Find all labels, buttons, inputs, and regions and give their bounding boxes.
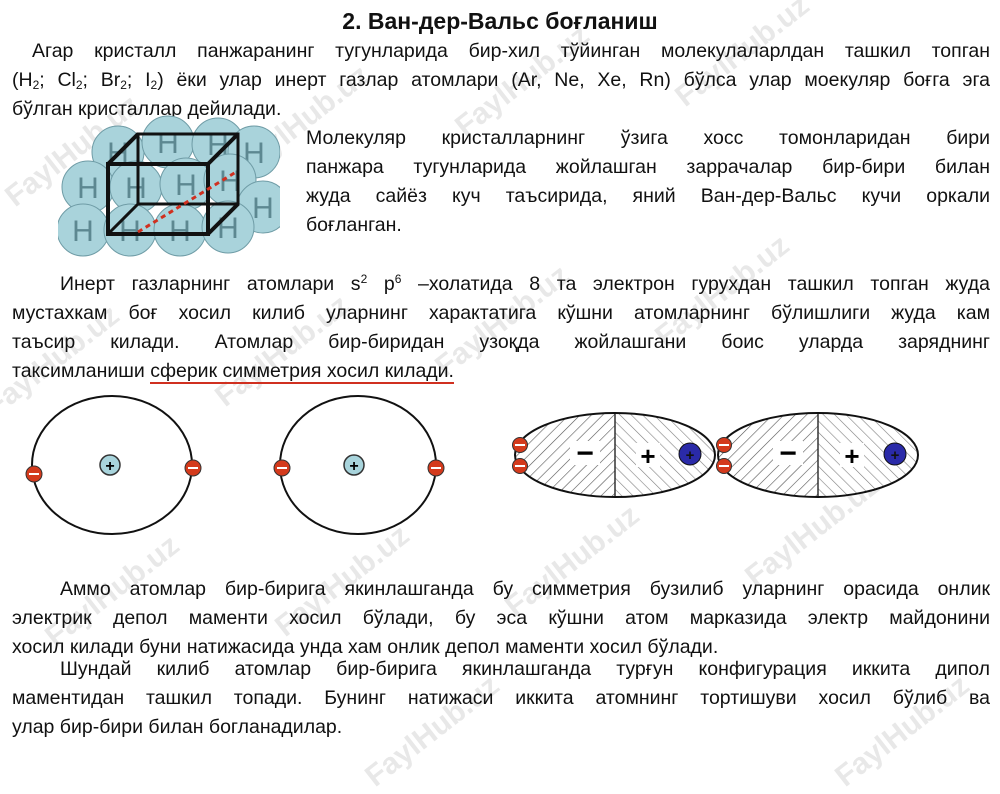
crystal-sphere-letter: Н bbox=[207, 129, 229, 162]
molecular-line-2: панжара тугунларида жойлашган заррачалар… bbox=[306, 156, 990, 178]
unit-cube bbox=[106, 132, 240, 236]
crystal-sphere-letter: Н bbox=[125, 172, 147, 205]
dipole-plus-sign: + bbox=[640, 441, 655, 471]
dipole-atom-1: − + + bbox=[512, 412, 716, 498]
nucleus-icon bbox=[678, 442, 702, 466]
dipole-plus-sign: + bbox=[844, 441, 859, 471]
inert-line-1: Инерт газларнинг атомлари s2 p6 –холатид… bbox=[60, 272, 991, 295]
molecular-line-4: боғланган. bbox=[306, 214, 402, 236]
crystal-sphere-letter: Н bbox=[219, 165, 241, 198]
dipole-paragraph: Аммо атомлар бир-бирига якинлашганда бу … bbox=[12, 575, 990, 662]
nucleus-icon bbox=[343, 454, 365, 476]
nucleus-plus-sign: + bbox=[105, 458, 114, 475]
page-title: 2. Ван-дер-Вальс боғланиш bbox=[342, 8, 658, 34]
dipole-minus-sign: − bbox=[779, 437, 797, 470]
molecular-crystal-paragraph: Молекуляр кристалларнинг ўзига хосс томо… bbox=[306, 124, 990, 240]
conclusion-line-1: Шундай килиб атомлар бир-бирига якинлашг… bbox=[60, 658, 990, 680]
nucleus-plus-sign: + bbox=[686, 447, 695, 464]
spherical-atom-1: + bbox=[25, 395, 202, 535]
crystal-sphere-letter: Н bbox=[77, 172, 99, 205]
crystal-sphere-letter: Н bbox=[169, 215, 191, 248]
nucleus-plus-sign: + bbox=[891, 447, 900, 464]
dipole-atom-2: − + + bbox=[716, 412, 919, 498]
crystal-sphere-letter: Н bbox=[175, 169, 197, 202]
dipole-minus-sign: − bbox=[576, 437, 594, 470]
molecular-line-1: Молекуляр кристалларнинг ўзига хосс томо… bbox=[306, 127, 990, 149]
crystal-sphere-letter: Н bbox=[217, 212, 239, 245]
crystal-sphere-letter: Н bbox=[157, 127, 179, 160]
nucleus-plus-sign: + bbox=[349, 458, 358, 475]
conclusion-paragraph: Шундай килиб атомлар бир-бирига якинлашг… bbox=[12, 655, 990, 742]
atoms-diagram: + + − + + bbox=[25, 395, 919, 535]
crystal-sphere bbox=[201, 200, 255, 254]
crystal-sphere-letter: Н bbox=[119, 215, 141, 248]
intro-line-2: (H2; Cl2; Br2; I2) ёки улар инерт газлар… bbox=[12, 69, 990, 92]
inert-gas-paragraph: Инерт газларнинг атомлари s2 p6 –холатид… bbox=[12, 270, 990, 386]
inert-line-2: мустахкам боғ хосил килиб уларнинг харак… bbox=[12, 302, 990, 324]
inert-line-4: таксимланиши сферик симметрия хосил кила… bbox=[12, 360, 454, 384]
inert-line-3: таъсир килади. Атомлар бир-биридан узоқд… bbox=[12, 331, 990, 353]
cube-diagonal bbox=[137, 170, 237, 234]
conclusion-line-3: улар бир-бири билан богланадилар. bbox=[12, 716, 343, 738]
crystal-sphere-letter: Н bbox=[252, 192, 274, 225]
conclusion-line-2: маментидан ташкил топади. Бунинг натижас… bbox=[12, 687, 990, 709]
dipole-line-3: хосил килади буни натижасида унда хам он… bbox=[12, 636, 719, 658]
dipole-line-2: электрик депол маменти хосил бўлади, бу … bbox=[12, 607, 990, 629]
intro-line-1: Агар кристалл панжаранинг тугунларида би… bbox=[32, 40, 990, 62]
crystal-sphere-letter: Н bbox=[72, 215, 94, 248]
nucleus-icon bbox=[883, 442, 907, 466]
spherical-atom-2: + bbox=[273, 395, 445, 535]
spherical-symmetry-underline: сферик симметрия хосил килади. bbox=[150, 360, 454, 384]
intro-paragraph: Агар кристалл панжаранинг тугунларида би… bbox=[12, 37, 990, 124]
molecular-line-3: жуда сайёз куч таъсирида, яний Ван-дер-В… bbox=[306, 185, 990, 207]
intro-line-3: бўлган кристаллар дейилади. bbox=[12, 98, 282, 120]
nucleus-icon bbox=[99, 454, 121, 476]
dipole-line-1: Аммо атомлар бир-бирига якинлашганда бу … bbox=[60, 578, 990, 600]
